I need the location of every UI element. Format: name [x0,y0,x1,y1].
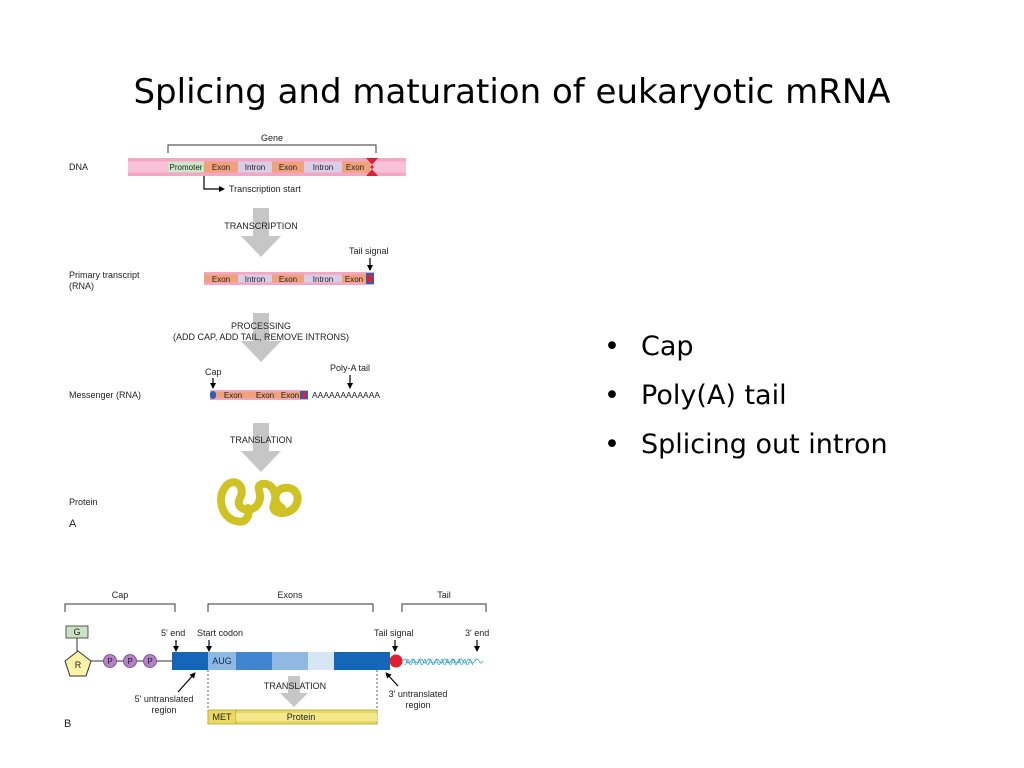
mrna-cap-mark [210,391,216,399]
primary-exon-1 [204,274,238,283]
utr3-label-2: region [405,700,430,710]
translation-block-arrow-a [241,423,281,472]
tail-signal-label-a: Tail signal [349,246,389,256]
primary-seg-exon-1: Exon [212,275,230,284]
five-end-label: 5' end [161,628,185,638]
exon-block-3 [308,652,334,670]
processing-label-1: PROCESSING [231,321,291,331]
row-label-protein: Protein [69,497,98,507]
row-label-primary-2: (RNA) [69,281,94,291]
poly-a-tail-label-a: Poly-A tail [330,363,370,373]
dna-intron-2 [304,161,342,173]
primary-seg-intron-2: Intron [313,275,333,284]
exon-block-2 [272,652,308,670]
mrna-poly-a-sequence: AAAAAAAAAAAA [312,390,380,400]
cap-label-a: Cap [205,367,222,377]
panel-a-label: A [69,518,77,530]
phosphate-1 [103,654,117,668]
primary-exon-3 [342,274,366,283]
mrna-seg-exon-3: Exon [281,391,299,400]
utr5-label-2: region [151,705,176,715]
panel-a: Gene DNA Promoter Exon Intron Exon Intro… [69,133,406,530]
phosphate-label-1: P [107,657,112,666]
aug-block [208,652,236,670]
utr3-label-1: 3' untranslated [389,689,448,699]
dna-exon-2 [272,161,304,173]
row-label-messenger: Messenger (RNA) [69,390,141,400]
translation-label-a: TRANSLATION [230,435,292,445]
ribose-label: R [75,660,82,670]
bullet-list: Cap Poly(A) tail Splicing out intron [604,328,888,475]
transcription-start-label: Transcription start [229,184,301,194]
gene-bracket [167,144,377,153]
mrna-exon-1 [216,392,250,398]
phosphate-label-2: P [127,657,132,666]
dna-seg-intron-2: Intron [313,163,333,172]
tail-bracket [401,603,487,612]
phosphate-3 [143,654,157,668]
dna-intron-1 [238,161,272,173]
guanine-label: G [73,627,80,637]
panel-b-label: B [64,718,71,730]
protein-blob [217,478,302,526]
tail-signal-dot [389,654,403,668]
panel-b: Cap Exons Tail G R P P P 5' end Start co… [64,590,489,730]
mrna-exon-3 [280,392,300,398]
three-end-label: 3' end [465,628,489,638]
dna-tail-signal-mark [366,158,378,176]
dna-seg-exon-3: Exon [346,163,364,172]
exons-bracket-label: Exons [277,590,303,600]
utr5-block [172,652,208,670]
protein-bar-label: Protein [287,712,316,722]
tail-signal-label-b: Tail signal [374,628,414,638]
bullet-item-splicing: Splicing out intron [604,426,888,475]
dna-seg-exon-1: Exon [212,163,230,172]
dna-seg-intron-1: Intron [245,163,265,172]
start-codon-label: Start codon [197,628,243,638]
utr5-arrow [177,672,196,693]
mrna-exon-2 [250,392,280,398]
dna-exon-1 [204,161,238,173]
dna-exon-3 [342,161,370,173]
transcription-block-arrow [241,208,281,257]
processing-block-arrow [241,313,281,362]
met-label: MET [213,712,233,722]
slide-title: Splicing and maturation of eukaryotic mR… [133,72,891,112]
primary-intron-1 [238,274,272,283]
dna-seg-exon-2: Exon [279,163,297,172]
poly-a-sequence-b: AAAAAAAAAAAA [405,657,473,667]
bullet-item-poly-a-tail: Poly(A) tail [604,377,888,426]
bullet-item-cap: Cap [604,328,888,377]
utr3-block [334,652,390,670]
primary-seg-exon-3: Exon [345,275,363,284]
tail-bracket-label: Tail [437,590,451,600]
translation-label-b: TRANSLATION [264,681,326,691]
utr3-arrow [385,672,399,687]
dna-seg-promoter: Promoter [170,163,203,172]
mrna-seg-exon-2: Exon [256,391,274,400]
gene-label: Gene [261,133,283,143]
row-label-primary-1: Primary transcript [69,270,140,280]
primary-seg-intron-1: Intron [245,275,265,284]
cap-bracket [64,603,176,612]
mrna-seg-exon-1: Exon [224,391,242,400]
primary-exon-2 [272,274,304,283]
utr5-label-1: 5' untranslated [135,694,194,704]
primary-seg-exon-2: Exon [279,275,297,284]
translation-block-arrow-b [280,676,308,707]
exons-bracket [207,603,374,612]
exon-block-1 [236,652,272,670]
cap-bracket-label: Cap [112,590,129,600]
phosphate-2 [123,654,137,668]
dna-promoter [168,161,204,173]
aug-label: AUG [212,656,232,666]
transcription-label: TRANSCRIPTION [224,221,298,231]
processing-label-2: (ADD CAP, ADD TAIL, REMOVE INTRONS) [173,332,349,342]
transcription-start-arrow [203,176,225,192]
row-label-dna: DNA [69,162,88,172]
primary-intron-2 [304,274,342,283]
phosphate-label-3: P [147,657,152,666]
ribose-pentagon [64,650,92,677]
